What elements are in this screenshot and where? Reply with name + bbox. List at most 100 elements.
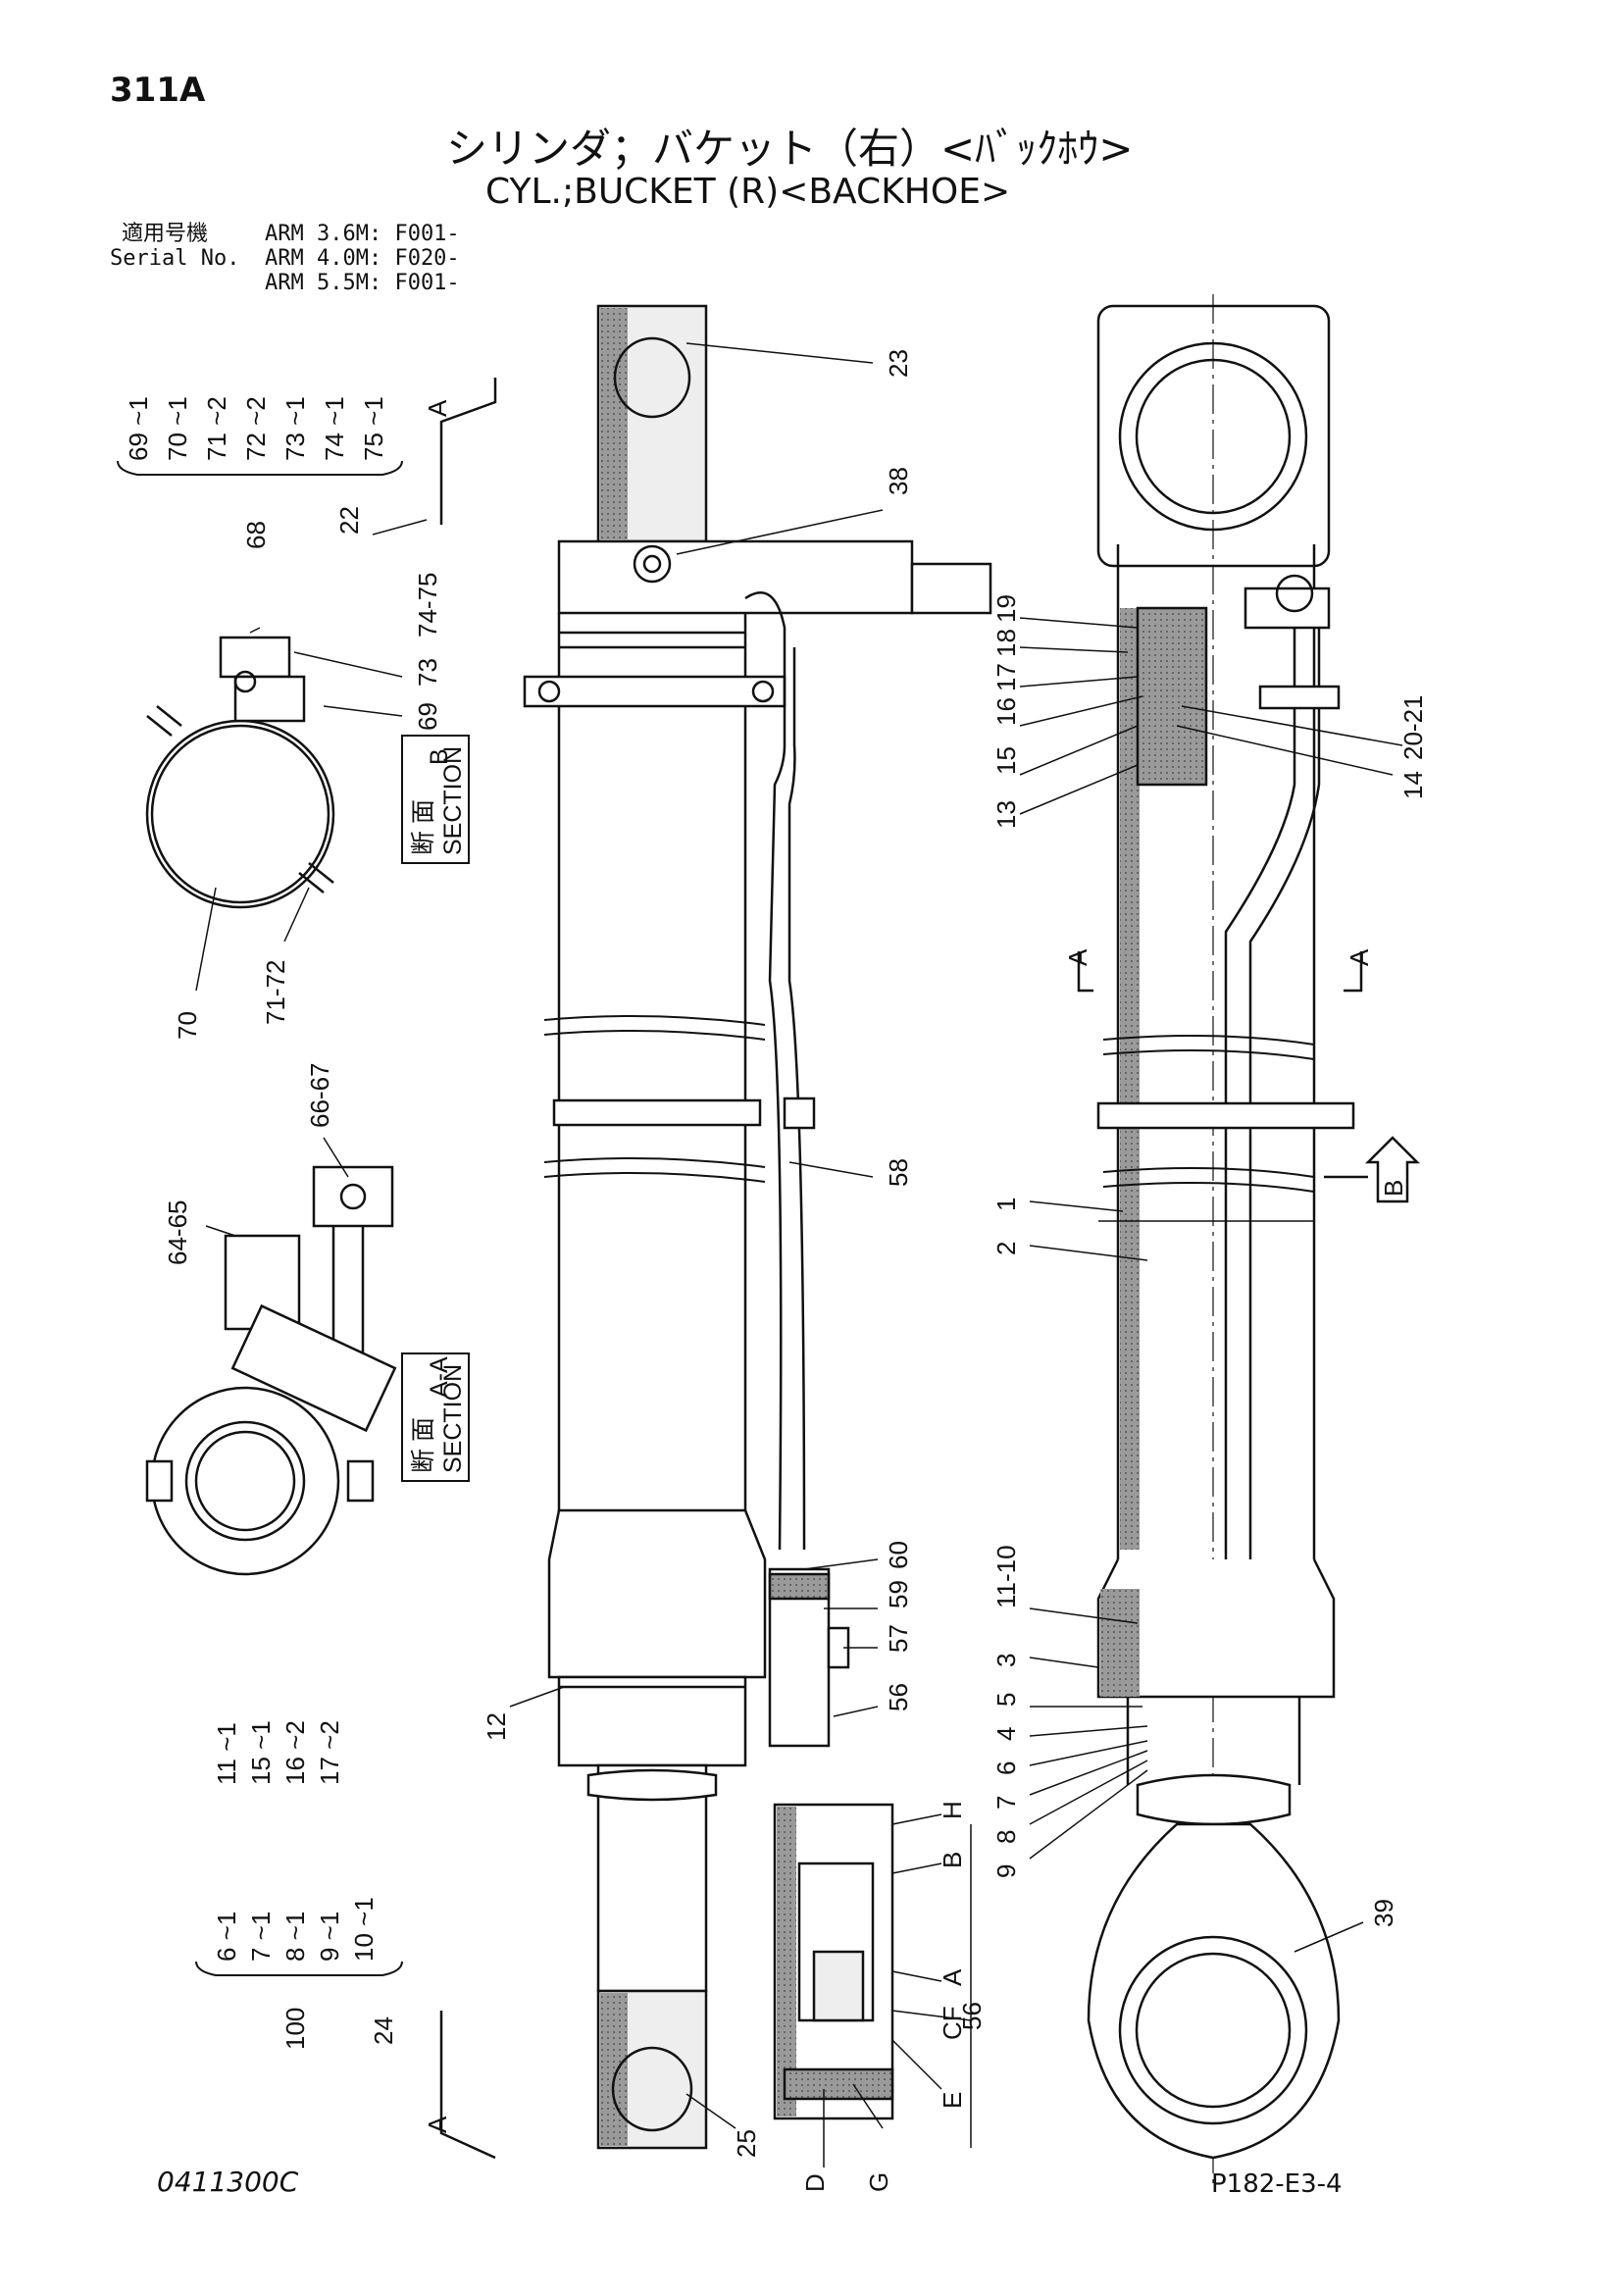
section-cut-markers [439,378,1421,2160]
callout-11-10: 11-10 [991,1545,1021,1608]
callout-7: 7 [991,1796,1021,1810]
callout-70: 70 [173,1011,202,1040]
callout-A: A [938,1968,967,1986]
callout-9: 9 [991,1864,1021,1878]
kit-68-item: 71 ~2 [202,396,231,461]
kit-100-item: 8 ~1 [280,1912,310,1962]
callout-22: 22 [334,506,364,535]
callout-56: 56 [884,1683,913,1711]
head-block [557,539,914,615]
rod-eye-bore [1118,1935,1308,2125]
kit-100-item: 16 ~2 [280,1720,310,1785]
callout-E: E [938,2092,967,2109]
callout-5: 5 [991,1693,1021,1707]
kit-68-item: 72 ~2 [241,396,271,461]
callout-25: 25 [732,2129,761,2158]
serial-row-arm-5-5: ARM 5.5M: F001- [265,271,460,295]
callout-H: H [938,1801,967,1819]
piston [1136,606,1208,787]
kit-100-item: 9 ~1 [315,1912,344,1962]
serial-row-arm-4-0: ARM 4.0M: F020- [265,246,460,271]
callout-20-21: 20-21 [1398,695,1428,761]
callout-13: 13 [991,800,1021,829]
callout-12: 12 [482,1712,511,1741]
kit-68-item: 70 ~1 [163,396,192,461]
callout-59: 59 [884,1580,913,1608]
callouts: 23 38 22 74-75 73 69 70 71-72 66-67 64-6… [163,349,1428,2192]
kit-100-item: 7 ~1 [246,1912,276,1962]
callout-56-detail: 56 [957,2002,987,2030]
callout-3: 3 [991,1654,1021,1667]
section-b-letter: B [426,748,453,765]
cylinder-external-view [523,304,992,2150]
clamp-middle [552,1098,762,1127]
barrel [557,613,747,1540]
section-marker-b: B [1379,1180,1408,1197]
callout-CF: CF [938,2006,967,2040]
callout-B: B [938,1852,967,1868]
kit-68-list: 68 69 ~1 70 ~1 71 ~2 72 ~2 73 ~1 74 ~1 7… [124,396,388,549]
callout-14: 14 [1398,771,1428,799]
callout-74-75: 74-75 [413,573,442,638]
pin-23 [613,336,691,419]
page-title-english: CYL.;BUCKET (R)<BACKHOE> [485,172,1011,212]
kit-100-item: 15 ~1 [246,1720,276,1785]
kit-68-item: 75 ~1 [359,396,388,461]
callout-G: G [864,2172,893,2192]
callout-66-67: 66-67 [305,1063,334,1129]
kit-100-item: 17 ~2 [315,1720,344,1785]
grease-nipple-38 [633,544,672,584]
callout-58: 58 [884,1158,913,1187]
kit-68-item: 69 ~1 [124,396,153,461]
fitting-section [1275,574,1314,613]
callout-6: 6 [991,1761,1021,1775]
callout-16: 16 [991,697,1021,726]
callout-71-72: 71-72 [261,960,290,1026]
callout-24: 24 [369,2016,398,2045]
section-b-en: SECTION [439,746,467,855]
callout-60: 60 [884,1541,913,1569]
kit-100-item: 6 ~1 [212,1912,241,1962]
callout-38: 38 [884,467,913,495]
callout-8: 8 [991,1830,1021,1844]
kit-68-item: 73 ~1 [280,396,310,461]
callout-18: 18 [991,629,1021,657]
serial-label-japanese: 適用号機 [122,222,209,246]
section-aa-jp: 断 面 [410,1417,437,1473]
kit-100-item: 11 ~1 [212,1722,241,1785]
page-reference: P182-E3-4 [1211,2169,1343,2199]
callout-39: 39 [1369,1899,1398,1927]
section-aa-en: SECTION [439,1364,467,1473]
detail-valve-inset [773,1803,894,2120]
serial-row-arm-3-6: ARM 3.6M: F001- [265,222,460,246]
callout-57: 57 [884,1624,913,1653]
kit-100-list: 100 6 ~1 7 ~1 8 ~1 9 ~1 10 ~1 11 ~1 15 ~… [212,1720,379,2050]
callout-64-65: 64-65 [163,1200,192,1266]
section-aa-view [145,1165,397,1576]
section-marker-a-bottom: A [423,2116,452,2133]
callout-4: 4 [991,1727,1021,1741]
clamp-upper [523,675,787,708]
clamp-section [1096,1101,1355,1130]
head-nut-12 [557,1675,747,1767]
callout-73: 73 [413,658,442,687]
section-marker-a-top: A [423,399,452,417]
section-marker-a-left: A [1063,948,1092,966]
pin-25 [611,2046,693,2132]
section-b-clamp [145,636,335,909]
callout-17: 17 [991,663,1021,691]
callout-23: 23 [884,349,913,378]
drawing-number: 0411300C [157,2166,299,2198]
section-aa-title: 断 面 SECTION A-A [401,1352,470,1482]
page-code: 311A [110,71,206,110]
kit-68-item: 74 ~1 [320,396,349,461]
kit-68-number: 68 [241,521,271,549]
section-b-title: 断 面 SECTION B [401,735,470,864]
piston-rod [596,1763,708,1993]
section-marker-a-right: A [1345,948,1374,966]
kit-100-number: 100 [280,2008,310,2050]
callout-D: D [800,2173,830,2192]
barrel-section [1116,544,1316,1559]
kit-100-item: 10 ~1 [349,1897,379,1962]
callout-19: 19 [991,594,1021,623]
